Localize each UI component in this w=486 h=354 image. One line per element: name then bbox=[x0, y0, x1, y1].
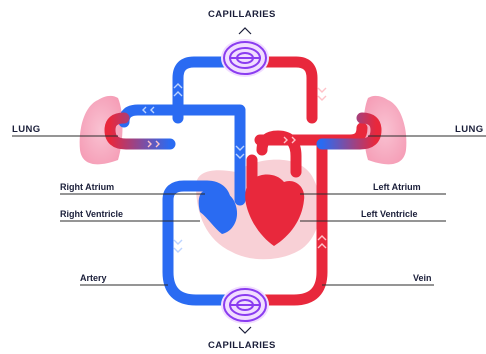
right-ventricle-label: Right Ventricle bbox=[60, 209, 123, 219]
lung-left-label: LUNG bbox=[12, 124, 41, 135]
capillaries-bottom-label: CAPILLARIES bbox=[208, 340, 276, 351]
right-atrium-label: Right Atrium bbox=[60, 182, 114, 192]
lung-left-shape bbox=[80, 96, 123, 164]
chevron-up-icon bbox=[239, 28, 251, 34]
capillaries-top-label: CAPILLARIES bbox=[208, 9, 276, 20]
capillary-bed-top bbox=[221, 39, 269, 77]
chevron-down-icon bbox=[239, 327, 251, 333]
artery-label: Artery bbox=[80, 273, 107, 283]
vein-label: Vein bbox=[413, 273, 432, 283]
lung-right-shape bbox=[364, 96, 407, 164]
left-ventricle-label: Left Ventricle bbox=[361, 209, 418, 219]
lung-right-label: LUNG bbox=[455, 124, 484, 135]
capillary-bed-bottom bbox=[221, 286, 269, 324]
left-atrium-label: Left Atrium bbox=[373, 182, 421, 192]
